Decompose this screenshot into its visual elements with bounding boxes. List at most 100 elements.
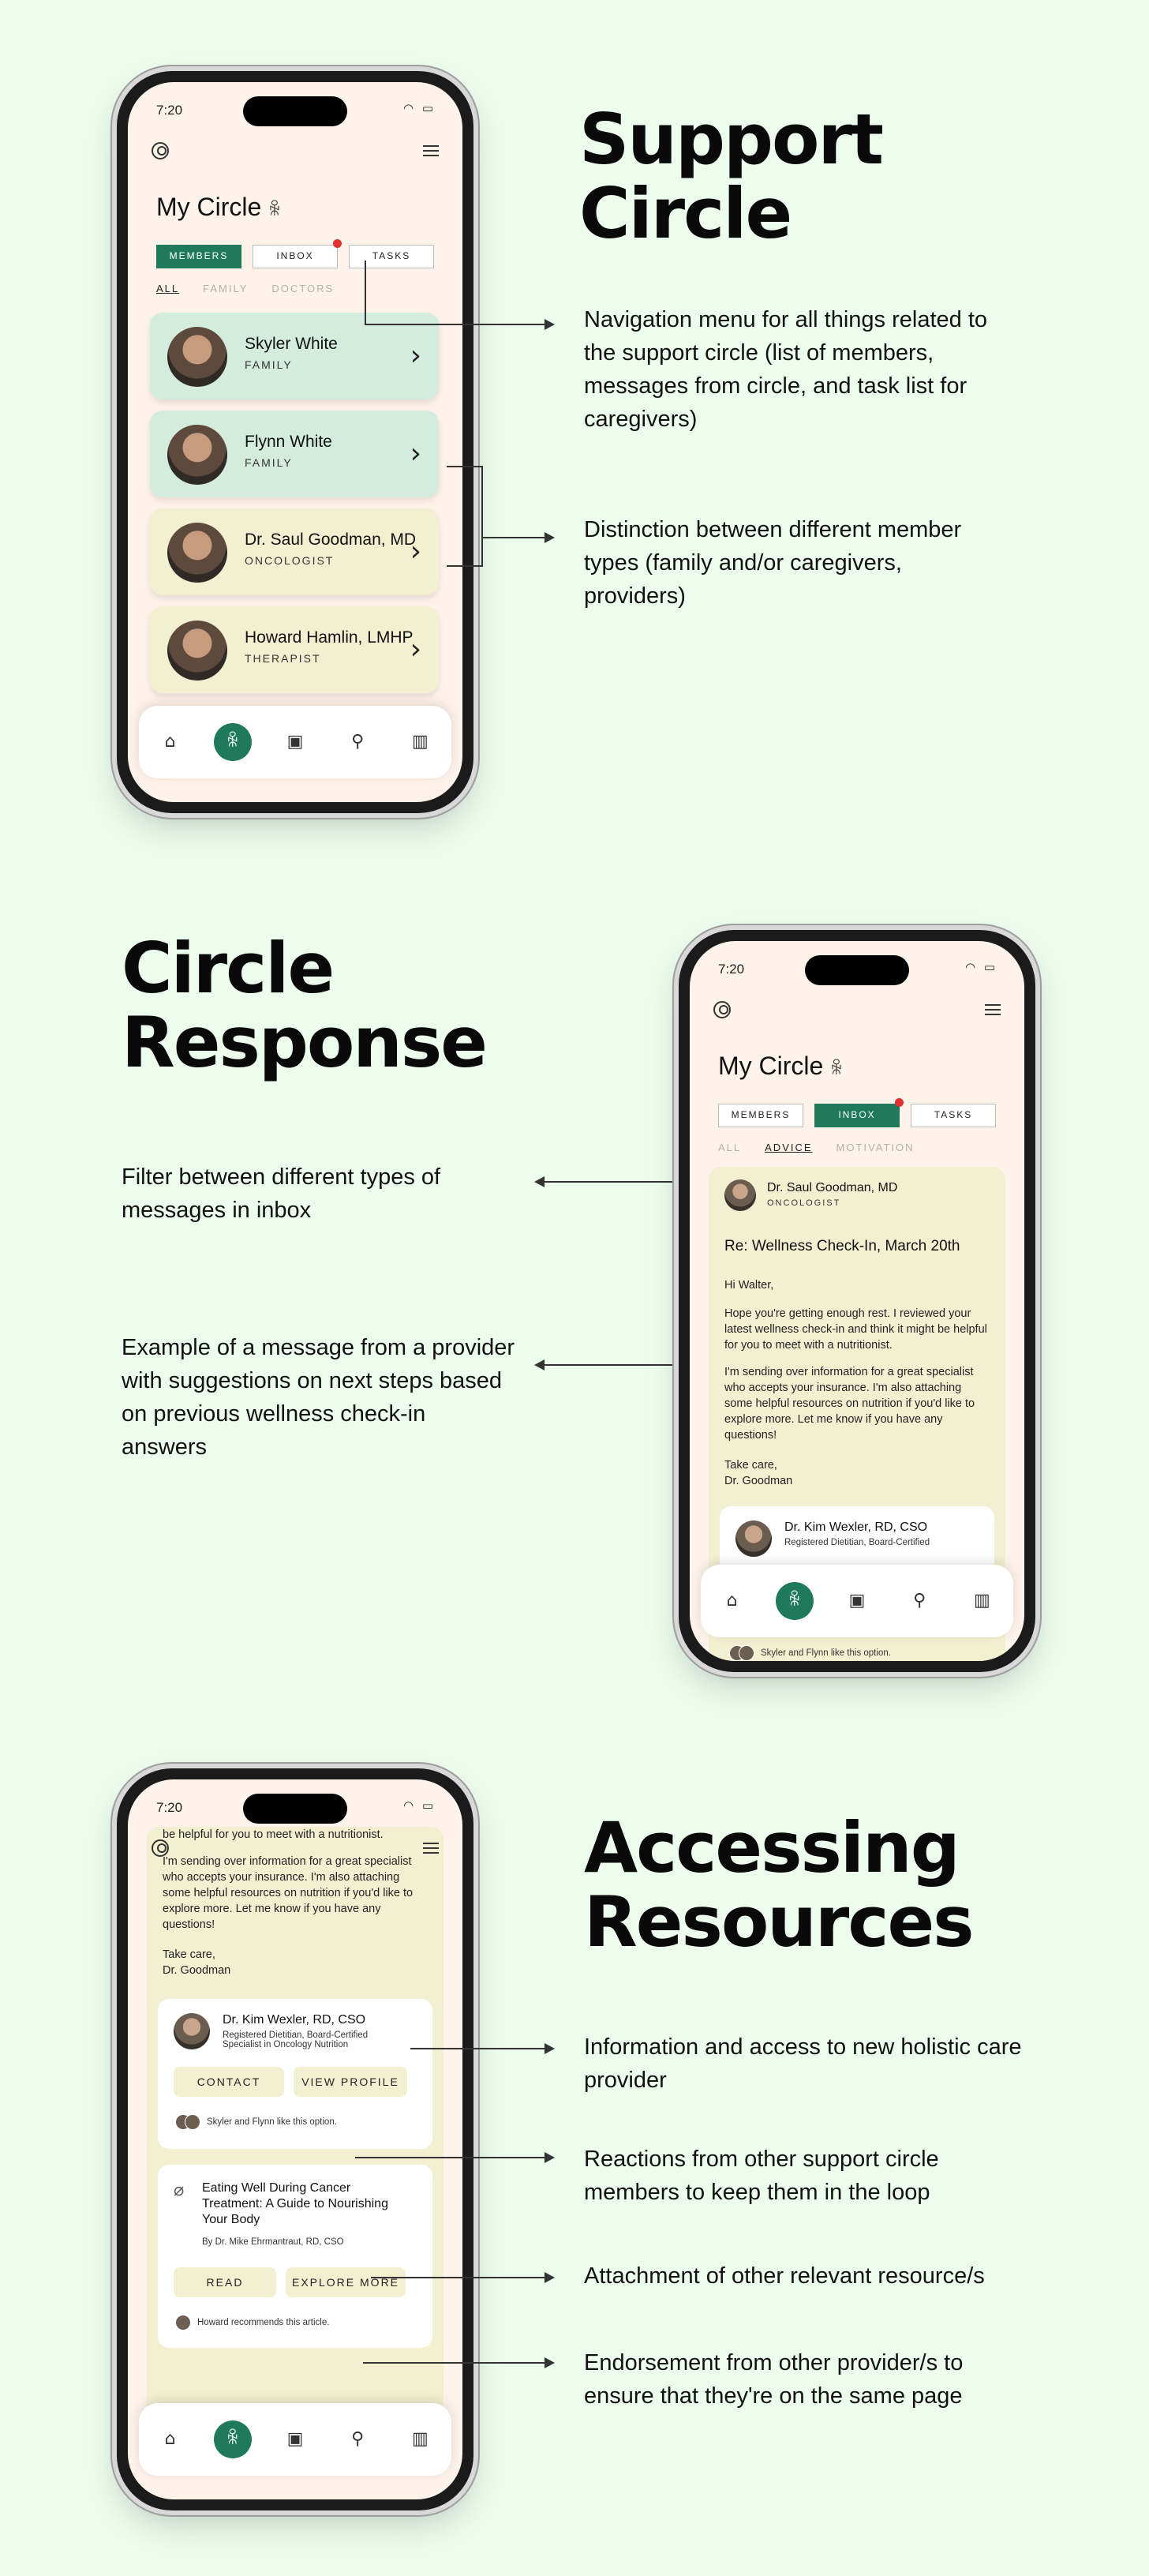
- library-icon[interactable]: ▥: [973, 1591, 990, 1610]
- annotation-line: [481, 466, 483, 567]
- message-paragraph: I'm sending over information for a great…: [724, 1366, 975, 1442]
- member-role: FAMILY: [245, 358, 293, 371]
- checkin-icon[interactable]: ▣: [286, 732, 304, 752]
- member-card[interactable]: Skyler White FAMILY ›: [150, 313, 439, 399]
- arrow-icon: [545, 319, 555, 330]
- annotation-line: [447, 565, 481, 567]
- filter-all[interactable]: ALL: [156, 283, 180, 294]
- arrow-icon: [545, 2043, 555, 2054]
- search-icon[interactable]: ⚲: [351, 732, 365, 752]
- circle-icon[interactable]: ꆜ: [775, 1582, 814, 1620]
- filter-all[interactable]: ALL: [718, 1142, 742, 1153]
- circle-icon[interactable]: ꆜ: [213, 723, 252, 761]
- reaction-text: Skyler and Flynn like this option.: [761, 1648, 891, 1658]
- tab-tasks[interactable]: TASKS: [349, 245, 434, 268]
- menu-icon[interactable]: [423, 145, 439, 156]
- member-filters: ALL FAMILY DOCTORS: [156, 283, 334, 294]
- status-icons: ◠ ▭: [402, 101, 436, 115]
- avatar: [739, 1645, 754, 1661]
- avatar: [167, 523, 227, 583]
- filter-advice[interactable]: ADVICE: [765, 1142, 813, 1153]
- annotation-line: [545, 1181, 783, 1183]
- avatar: [167, 425, 227, 485]
- tab-tasks[interactable]: TASKS: [911, 1104, 996, 1127]
- filter-family[interactable]: FAMILY: [203, 283, 249, 294]
- home-icon[interactable]: ⌂: [726, 1591, 738, 1610]
- member-card[interactable]: Howard Hamlin, LMHP THERAPIST ›: [150, 606, 439, 693]
- profile-icon[interactable]: [713, 1001, 731, 1018]
- chevron-right-icon: ›: [410, 535, 421, 568]
- home-icon[interactable]: ⌂: [164, 2429, 176, 2449]
- arrow-icon: [534, 1359, 545, 1370]
- status-icons: ◠ ▭: [964, 960, 997, 974]
- tab-inbox[interactable]: INBOX: [253, 239, 342, 268]
- annotation-text: Navigation menu for all things related t…: [584, 307, 988, 432]
- checkin-icon[interactable]: ▣: [848, 1591, 866, 1610]
- endorsement-text: Howard recommends this article.: [197, 2318, 330, 2327]
- annotation-line: [355, 2157, 545, 2158]
- member-name: Skyler White: [245, 335, 338, 353]
- menu-icon[interactable]: [423, 1843, 439, 1854]
- message-paragraph: Hope you're getting enough rest. I revie…: [724, 1307, 987, 1352]
- search-icon[interactable]: ⚲: [913, 1591, 926, 1610]
- message-paragraph: be helpful for you to meet with a nutrit…: [163, 1828, 384, 1841]
- checkin-icon[interactable]: ▣: [286, 2429, 304, 2449]
- status-icons: ◠ ▭: [402, 1798, 436, 1813]
- phone-accessing-resources: be helpful for you to meet with a nutrit…: [117, 1768, 473, 2510]
- message-signoff: Take care, Dr. Goodman: [724, 1459, 793, 1487]
- filter-motivation[interactable]: MOTIVATION: [836, 1142, 915, 1153]
- bottom-nav: ⌂ ꆜ ▣ ⚲ ▥: [139, 2403, 451, 2476]
- annotation-text: Filter between different types of messag…: [122, 1164, 441, 1223]
- annotation-line: [365, 324, 545, 325]
- arrow-icon: [545, 2152, 555, 2163]
- menu-icon[interactable]: [985, 1004, 1001, 1015]
- contact-button[interactable]: CONTACT: [174, 2067, 284, 2097]
- reaction-text: Skyler and Flynn like this option.: [207, 2117, 337, 2127]
- arrow-icon: [534, 1176, 545, 1187]
- filter-doctors[interactable]: DOCTORS: [271, 283, 335, 294]
- search-icon[interactable]: ⚲: [351, 2429, 365, 2449]
- tab-bar: MEMBERS INBOX TASKS: [156, 239, 434, 268]
- view-profile-button[interactable]: VIEW PROFILE: [294, 2067, 407, 2097]
- annotation-line: [481, 537, 545, 538]
- circle-icon[interactable]: ꆜ: [213, 2420, 252, 2458]
- explore-more-button[interactable]: EXPLORE MORE: [286, 2267, 406, 2297]
- member-card[interactable]: Dr. Saul Goodman, MD ONCOLOGIST ›: [150, 508, 439, 595]
- arrow-icon: [545, 2272, 555, 2283]
- dynamic-island: [805, 955, 909, 985]
- status-time: 7:20: [718, 962, 745, 977]
- read-button[interactable]: READ: [174, 2267, 276, 2297]
- annotation-line: [365, 261, 366, 324]
- member-name: Flynn White: [245, 433, 332, 451]
- home-icon[interactable]: ⌂: [164, 732, 176, 752]
- tab-inbox[interactable]: INBOX: [814, 1098, 904, 1127]
- profile-icon[interactable]: [152, 142, 169, 159]
- avatar: [185, 2114, 200, 2130]
- group-icon: ꆜ: [268, 200, 282, 219]
- annotation-text: Endorsement from other provider/s to ens…: [584, 2350, 964, 2409]
- annotation-text: Example of a message from a provider wit…: [122, 1335, 515, 1460]
- library-icon[interactable]: ▥: [411, 2429, 429, 2449]
- dynamic-island: [243, 1794, 347, 1824]
- annotation-text: Information and access to new holistic c…: [584, 2034, 1022, 2093]
- section-heading: Accessing Resources: [584, 1807, 975, 1963]
- notification-dot: [333, 239, 342, 248]
- member-card[interactable]: Flynn White FAMILY ›: [150, 411, 439, 497]
- resource-card[interactable]: ⌀ Eating Well During Cancer Treatment: A…: [158, 2165, 432, 2348]
- avatar: [735, 1520, 772, 1557]
- attachment-icon: ⌀: [174, 2180, 185, 2200]
- message-card: Dr. Saul Goodman, MD ONCOLOGIST Re: Well…: [709, 1167, 1005, 1661]
- bottom-nav: ⌂ ꆜ ▣ ⚲ ▥: [701, 1565, 1013, 1637]
- annotation-line: [447, 466, 481, 467]
- tab-members[interactable]: MEMBERS: [156, 245, 241, 268]
- sender-name: Dr. Saul Goodman, MD: [767, 1181, 898, 1194]
- annotation-line: [363, 2362, 545, 2364]
- library-icon[interactable]: ▥: [411, 732, 429, 752]
- tab-members[interactable]: MEMBERS: [718, 1104, 803, 1127]
- provider-card[interactable]: Dr. Kim Wexler, RD, CSO Registered Dieti…: [158, 1999, 432, 2149]
- profile-icon[interactable]: [152, 1839, 169, 1857]
